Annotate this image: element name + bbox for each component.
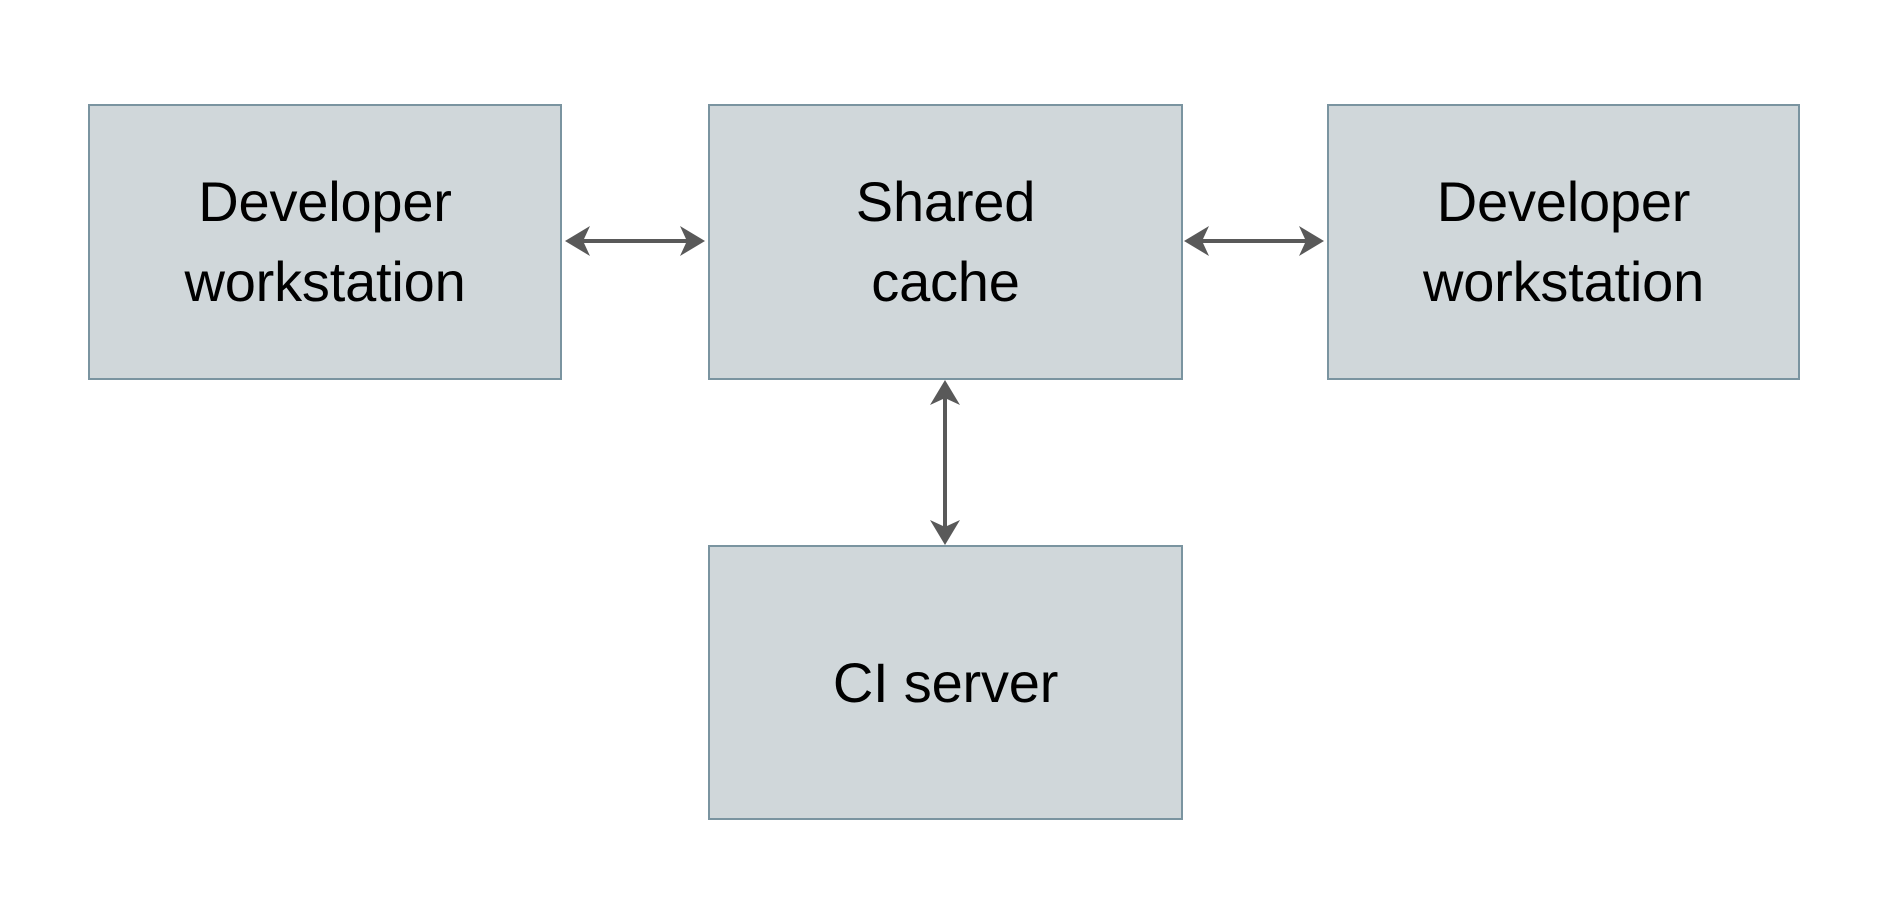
double-arrow-icon (930, 380, 960, 545)
node-label: Developer workstation (1422, 170, 1705, 313)
node-label: Shared cache (855, 170, 1036, 313)
edge-shared-cache-to-ci-server (930, 380, 960, 545)
node-developer-workstation-left[interactable]: Developer workstation (88, 104, 562, 380)
node-developer-workstation-right[interactable]: Developer workstation (1327, 104, 1800, 380)
edge-developer-left-to-shared-cache (565, 226, 705, 256)
double-arrow-icon (565, 226, 705, 256)
edge-shared-cache-to-developer-right (1184, 226, 1324, 256)
node-label: Developer workstation (184, 170, 466, 313)
node-shared-cache[interactable]: Shared cache (708, 104, 1183, 380)
node-ci-server[interactable]: CI server (708, 545, 1183, 820)
double-arrow-icon (1184, 226, 1324, 256)
node-label: CI server (832, 650, 1059, 714)
